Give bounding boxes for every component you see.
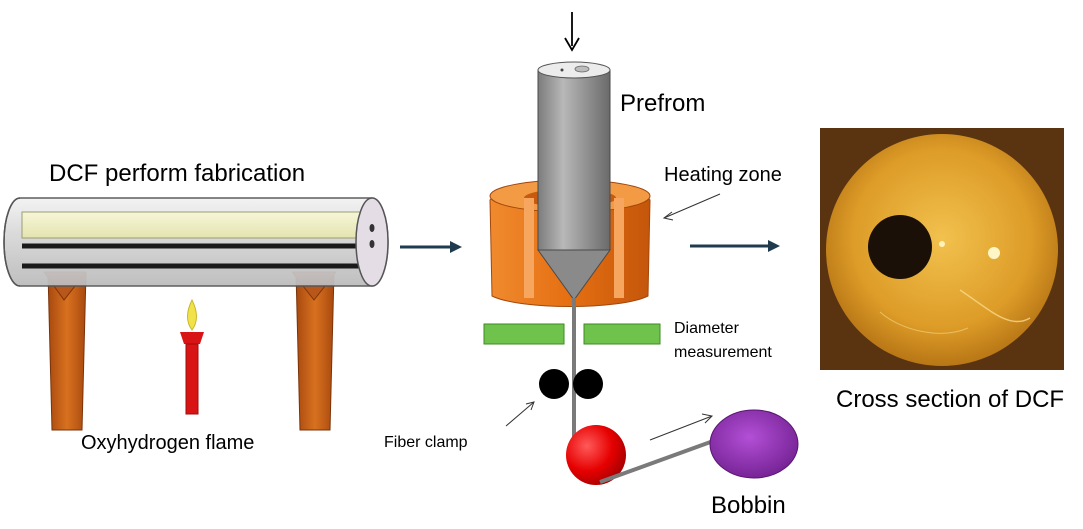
preform-label: Prefrom [620, 90, 706, 117]
process-arrow-2 [690, 240, 780, 252]
diameter-measurement-label-line2: measurement [674, 344, 772, 361]
preform-fabrication-title: DCF perform fabrication [49, 160, 306, 187]
heating-zone-pointer [662, 193, 721, 221]
cross-section-micrograph [820, 128, 1064, 370]
diameter-measurement-label-line1: Diameter [674, 320, 739, 337]
fiber-clamp-rollers [539, 369, 603, 399]
right-stand [290, 271, 338, 431]
preform-rod [537, 61, 611, 301]
diameter-gauge [483, 323, 661, 345]
preform-fabrication-apparatus [3, 197, 389, 431]
fiber-clamp-label: Fiber clamp [384, 434, 468, 451]
bobbin-label: Bobbin [711, 492, 786, 519]
fiber-clamp-pointer [505, 401, 535, 427]
left-stand [43, 271, 88, 431]
oxyhydrogen-flame-label: Oxyhydrogen flame [81, 432, 255, 454]
winding-direction-arrow [649, 413, 714, 441]
silica-tube [3, 197, 389, 287]
process-arrow-1 [400, 241, 462, 253]
doped-core [988, 247, 1000, 259]
core-hole [868, 215, 932, 279]
fiber-to-bobbin [599, 438, 717, 484]
draw-tower [483, 12, 799, 485]
capstan-wheel [566, 425, 626, 485]
heating-zone-label: Heating zone [664, 164, 782, 186]
feed-down-arrow [564, 12, 580, 52]
oxyhydrogen-burner [180, 298, 204, 415]
flame-icon [187, 298, 197, 331]
bobbin-spool [709, 409, 799, 479]
cross-section-title: Cross section of DCF [836, 386, 1065, 413]
